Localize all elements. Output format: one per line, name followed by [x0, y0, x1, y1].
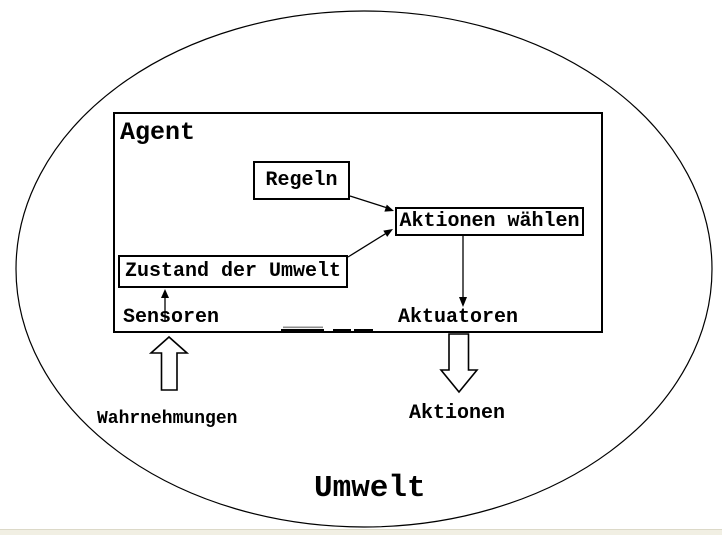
bottom-edge-bar: [0, 529, 722, 535]
rules-box: Regeln: [253, 161, 350, 200]
environment-state-box: Zustand der Umwelt: [118, 255, 348, 288]
perceptions-label: Wahrnehmungen: [97, 409, 238, 429]
environment-label: Umwelt: [314, 471, 426, 506]
perceptions-up-arrow-icon: [148, 335, 190, 391]
actuators-label: Aktuatoren: [398, 306, 519, 329]
actions-label: Aktionen: [409, 402, 506, 425]
actions-down-arrow-icon: [439, 333, 479, 394]
sensors-label: Sensoren: [123, 306, 220, 329]
agent-title: Agent: [120, 118, 196, 147]
choose-actions-box: Aktionen wählen: [395, 207, 584, 236]
